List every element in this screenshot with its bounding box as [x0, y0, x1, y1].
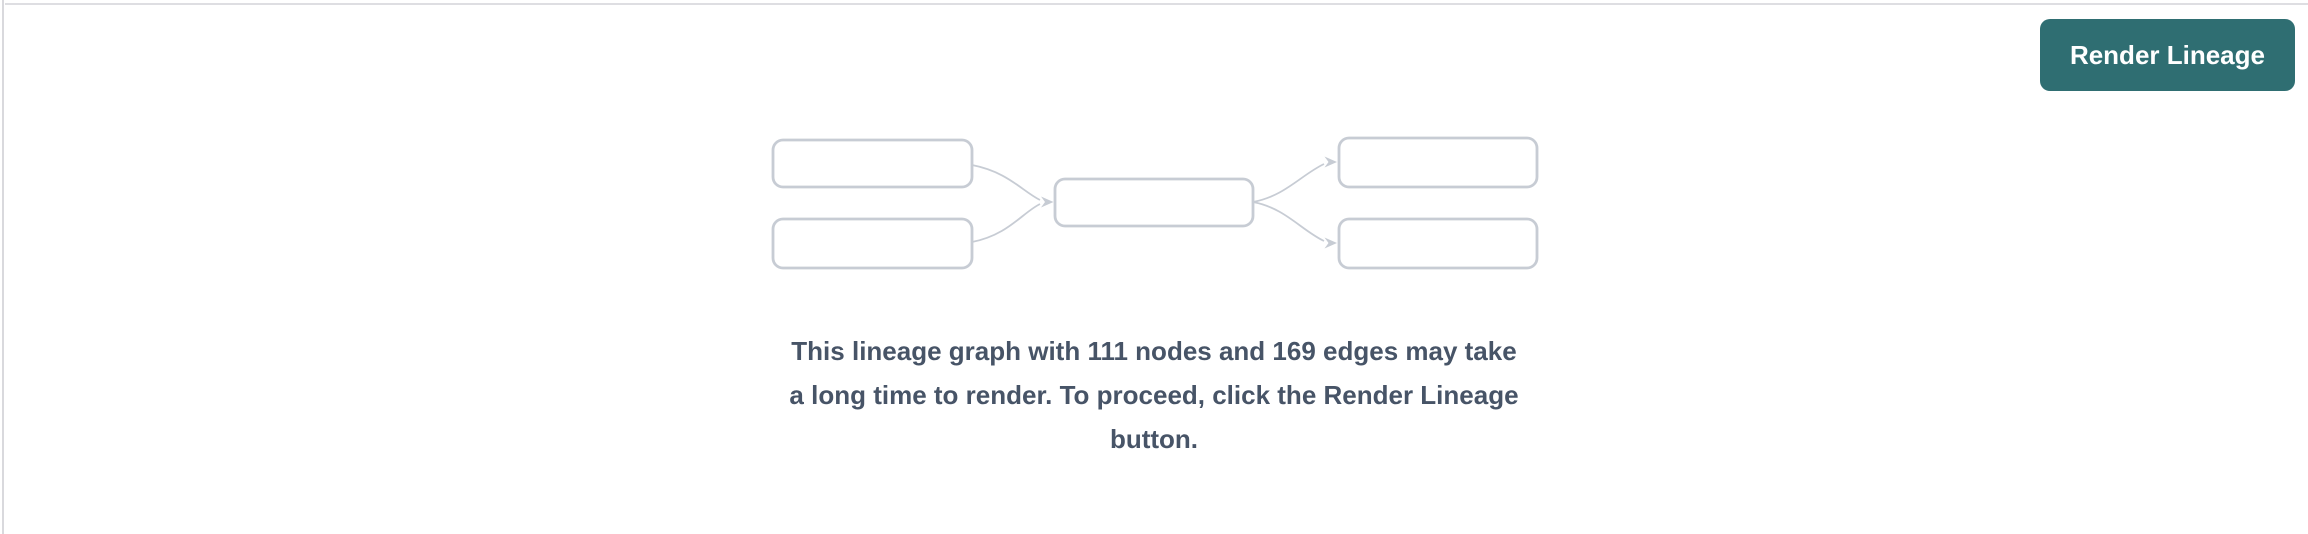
placeholder-node-right-top — [1337, 136, 1539, 189]
edge-right-bottom — [1252, 201, 1325, 242]
lineage-warning-line: This lineage graph with 111 nodes and 16… — [791, 336, 1517, 366]
placeholder-node-left-bottom — [771, 217, 974, 270]
pane-left-border — [2, 0, 4, 534]
arrowhead-right-bottom — [1324, 237, 1337, 249]
arrowhead-middle — [1041, 196, 1054, 208]
lineage-warning-line: button. — [1109, 424, 1199, 454]
pane-top-border — [5, 3, 2308, 5]
render-lineage-button[interactable]: Render Lineage — [2039, 19, 2295, 91]
lineage-graph-icon — [771, 136, 1539, 270]
placeholder-node-left-top — [771, 138, 974, 189]
placeholder-node-right-bottom — [1337, 217, 1539, 270]
edge-left-bottom — [971, 203, 1041, 243]
lineage-warning-message: This lineage graph with 111 nodes and 16… — [0, 329, 2308, 461]
arrowhead-right-top — [1324, 156, 1337, 168]
lineage-warning-line: a long time to render. To proceed, click… — [789, 380, 1519, 410]
edge-left-top — [971, 164, 1041, 201]
placeholder-node-middle — [1053, 177, 1255, 228]
lineage-preview-graphic — [750, 125, 1570, 285]
edge-right-top — [1252, 163, 1325, 203]
